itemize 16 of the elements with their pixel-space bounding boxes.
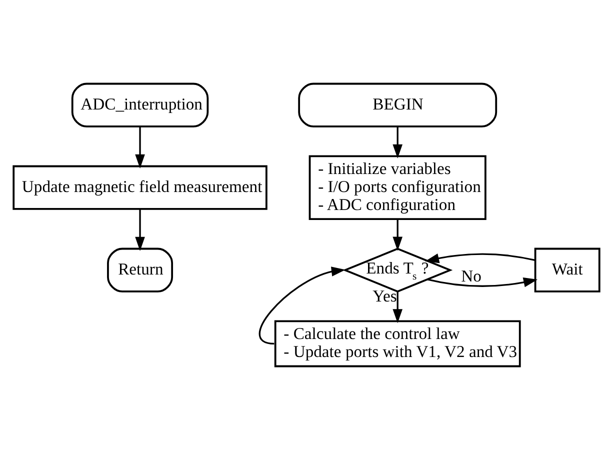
node-box: Wait — [534, 248, 600, 292]
arrow — [392, 219, 403, 251]
arrow — [427, 278, 538, 288]
node-box: BEGIN — [298, 82, 498, 128]
node-box: ADC_interruption — [71, 82, 209, 128]
node-box: Update magnetic field measurement — [12, 165, 268, 210]
arrow — [392, 126, 402, 158]
node-box: - Initialize variables - I/O ports configuration - ADC configuration — [308, 155, 486, 220]
arrow — [135, 209, 145, 251]
arrow — [392, 291, 402, 324]
arrow — [135, 126, 145, 168]
node-box: Return — [107, 248, 174, 292]
node-box: - Calculate the control law - Update ports with V1, V2 and V3 — [274, 320, 521, 368]
arrow — [258, 266, 346, 345]
edge-label: No — [461, 266, 482, 286]
arrow — [425, 253, 536, 264]
